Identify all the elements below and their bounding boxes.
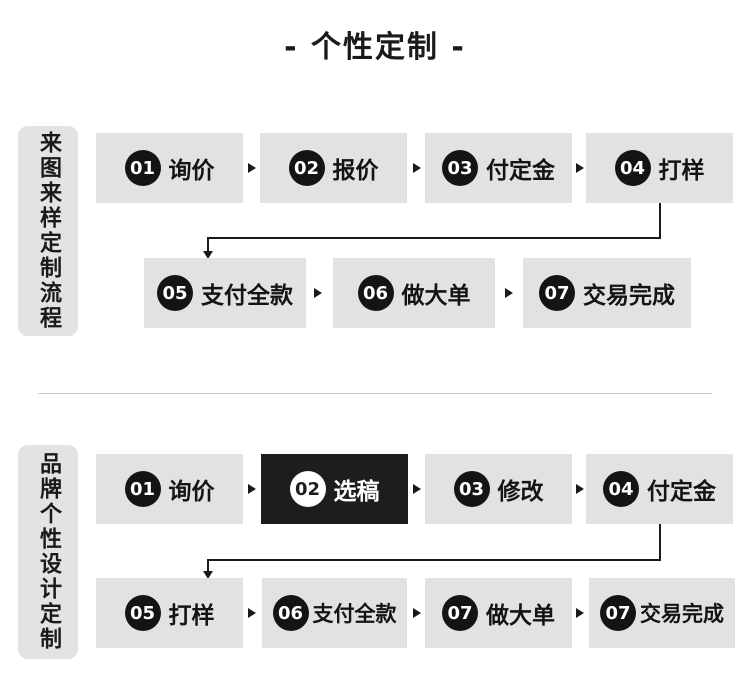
process-label-text: 来图来样定制流程 [36,131,61,331]
arrow-right-icon [314,288,322,298]
step-label: 支付全款 [312,602,397,626]
step-number-badge: 05 [157,275,193,311]
arrow-right-icon [248,163,256,173]
step-label: 选稿 [333,479,380,505]
step-number-badge: 04 [603,471,639,507]
step-box: 04 付定金 [586,454,733,524]
step-box: 07 做大单 [425,578,572,648]
page-title: - 个性定制 - [284,30,466,65]
step-number-badge: 03 [453,471,490,507]
step-number-badge: 06 [357,275,394,311]
arrow-right-icon [413,163,421,173]
step-box: 03 修改 [425,454,572,524]
step-box: 06 支付全款 [262,578,407,648]
step-label: 做大单 [401,283,471,309]
arrow-right-icon [248,484,256,494]
step-label: 做大单 [486,603,555,629]
arrow-right-icon [413,484,421,494]
step-box-highlighted: 02 选稿 [261,454,408,524]
step-label: 支付全款 [201,283,293,309]
step-number-badge: 04 [614,150,651,186]
step-box: 06 做大单 [333,258,495,328]
step-box: 05 打样 [96,578,243,648]
step-label: 交易完成 [640,602,724,626]
step-box: 01 询价 [96,133,243,203]
process-label-sample-custom: 来图来样定制流程 [18,126,78,336]
step-label: 付定金 [486,158,555,184]
arrow-right-icon [576,163,584,173]
step-box: 01 询价 [96,454,243,524]
step-number-badge: 01 [124,150,161,186]
process-label-text: 品牌个性设计定制 [36,452,61,652]
step-number-badge: 07 [600,595,636,631]
step-label: 报价 [332,158,379,184]
step-box: 05 支付全款 [144,258,306,328]
step-number-badge: 07 [539,275,575,311]
arrow-right-icon [576,484,584,494]
arrow-right-icon [505,288,513,298]
step-label: 付定金 [647,479,716,505]
process-label-brand-design: 品牌个性设计定制 [18,445,78,659]
arrow-right-icon [576,608,584,618]
step-number-badge: 05 [124,595,161,631]
step-box: 07 交易完成 [523,258,691,328]
step-box: 07 交易完成 [589,578,735,648]
arrow-right-icon [248,608,256,618]
step-box: 03 付定金 [425,133,572,203]
step-label: 打样 [168,603,215,629]
step-label: 询价 [168,479,215,505]
step-box: 02 报价 [260,133,407,203]
step-number-badge: 02 [288,150,325,186]
step-number-badge: 02 [289,471,326,507]
step-label: 修改 [497,479,544,505]
step-number-badge: 01 [124,471,161,507]
section-divider [38,393,712,394]
step-label: 交易完成 [583,283,675,309]
step-box: 04 打样 [586,133,733,203]
step-number-badge: 03 [442,150,478,186]
arrow-right-icon [413,608,421,618]
step-label: 询价 [168,158,215,184]
step-number-badge: 07 [442,595,478,631]
step-number-badge: 06 [272,595,309,631]
step-label: 打样 [658,158,705,184]
